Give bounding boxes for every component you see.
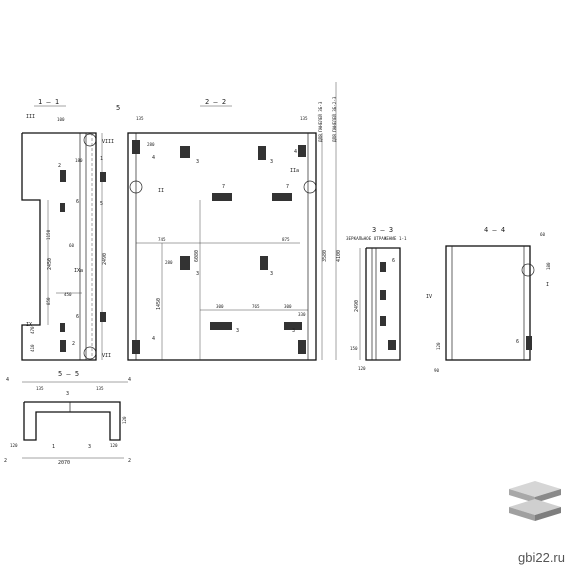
svg-text:135: 135 [300, 116, 308, 121]
svg-text:3: 3 [292, 328, 295, 334]
section-1-1: 1 — 1 2450 2490 1150 850 450 100 410 470… [21, 98, 114, 361]
svg-text:7: 7 [286, 184, 289, 190]
svg-text:4: 4 [6, 377, 9, 383]
svg-text:3: 3 [196, 159, 199, 165]
svg-text:135: 135 [36, 386, 44, 391]
svg-text:450: 450 [64, 292, 72, 297]
svg-text:IX: IX [26, 322, 32, 328]
svg-text:4100: 4100 [336, 250, 342, 262]
svg-text:3: 3 [196, 271, 199, 277]
svg-text:VII: VII [102, 353, 111, 359]
svg-text:60: 60 [69, 243, 75, 248]
svg-text:2490: 2490 [102, 253, 108, 265]
svg-text:875: 875 [282, 237, 290, 242]
svg-text:ДЛЯ ПАНЕЛЕЙ 3Б-3: ДЛЯ ПАНЕЛЕЙ 3Б-3 [318, 101, 323, 142]
stacked-slabs-logo-icon [509, 481, 561, 521]
svg-text:2: 2 [128, 458, 131, 464]
svg-text:4: 4 [294, 149, 297, 155]
svg-text:120: 120 [122, 416, 127, 424]
svg-text:1: 1 [100, 156, 103, 162]
svg-text:2450: 2450 [47, 258, 53, 270]
svg-text:III: III [26, 114, 35, 120]
svg-text:VIII: VIII [102, 139, 114, 145]
section-2-2-title: 2 — 2 [205, 98, 226, 106]
svg-text:120: 120 [436, 342, 441, 350]
svg-text:60: 60 [540, 232, 546, 237]
svg-text:180: 180 [546, 262, 551, 270]
svg-text:300: 300 [216, 304, 224, 309]
svg-text:850: 850 [46, 297, 51, 305]
section-4-4-title: 4 — 4 [484, 226, 505, 234]
section-5-5: 5 — 5 4 4 135 135 3 1 3 2070 2 2 120 120… [4, 370, 131, 466]
section-3-3: 3 — 3 ЗЕРКАЛЬНОЕ ОТРАЖЕНИЕ 1-1 2490 150 … [346, 226, 407, 371]
svg-text:100: 100 [57, 117, 65, 122]
svg-text:330: 330 [298, 312, 306, 317]
section-2-2: 2 — 2 5 745 875 300 765 300 330 6080 145… [116, 82, 342, 361]
svg-text:150: 150 [350, 346, 358, 351]
svg-text:120: 120 [10, 443, 18, 448]
svg-text:1450: 1450 [156, 298, 162, 310]
svg-text:ЗЕРКАЛЬНОЕ ОТРАЖЕНИЕ 1-1: ЗЕРКАЛЬНОЕ ОТРАЖЕНИЕ 1-1 [346, 236, 407, 241]
svg-text:180: 180 [75, 158, 83, 163]
svg-text:3: 3 [270, 271, 273, 277]
svg-text:2: 2 [4, 458, 7, 464]
section-4-4: 4 — 4 60 180 I IV 6 90 120 [426, 226, 551, 373]
svg-text:135: 135 [96, 386, 104, 391]
svg-text:1: 1 [52, 444, 55, 450]
svg-text:135: 135 [136, 116, 144, 121]
section-3-3-title: 3 — 3 [372, 226, 393, 234]
svg-text:410: 410 [30, 344, 35, 352]
section-1-1-title: 1 — 1 [38, 98, 59, 106]
svg-text:5: 5 [100, 201, 103, 207]
svg-text:4: 4 [152, 336, 155, 342]
svg-text:280: 280 [165, 260, 173, 265]
svg-text:2070: 2070 [58, 460, 70, 466]
svg-text:5: 5 [116, 104, 120, 112]
svg-text:470: 470 [30, 326, 35, 334]
svg-text:120: 120 [110, 443, 118, 448]
svg-text:3: 3 [270, 159, 273, 165]
svg-text:6: 6 [516, 339, 519, 345]
svg-text:3: 3 [236, 328, 239, 334]
svg-text:2: 2 [72, 341, 75, 347]
svg-text:6080: 6080 [194, 250, 200, 262]
svg-text:120: 120 [358, 366, 366, 371]
svg-text:ДЛЯ ПАНЕЛЕЙ 3Б-2-3: ДЛЯ ПАНЕЛЕЙ 3Б-2-3 [332, 96, 337, 142]
svg-text:3: 3 [88, 444, 91, 450]
svg-text:6: 6 [392, 258, 395, 264]
svg-text:300: 300 [284, 304, 292, 309]
svg-text:3580: 3580 [322, 250, 328, 262]
svg-text:I: I [546, 282, 549, 288]
svg-text:IV: IV [426, 294, 432, 300]
svg-text:90: 90 [434, 368, 440, 373]
section-5-5-title: 5 — 5 [58, 370, 79, 378]
svg-text:2: 2 [58, 163, 61, 169]
svg-text:3: 3 [66, 391, 69, 397]
svg-text:7: 7 [222, 184, 225, 190]
svg-text:280: 280 [147, 142, 155, 147]
svg-text:4: 4 [152, 155, 155, 161]
svg-text:IXа: IXа [74, 268, 83, 274]
svg-text:4: 4 [128, 377, 131, 383]
svg-text:IIа: IIа [290, 168, 299, 174]
svg-text:2490: 2490 [354, 300, 360, 312]
svg-text:6: 6 [76, 314, 79, 320]
svg-text:1150: 1150 [46, 229, 51, 240]
svg-text:II: II [158, 188, 164, 194]
svg-text:6: 6 [76, 199, 79, 205]
svg-text:765: 765 [252, 304, 260, 309]
svg-text:745: 745 [158, 237, 166, 242]
brand-watermark: gbi22.ru [518, 550, 565, 565]
